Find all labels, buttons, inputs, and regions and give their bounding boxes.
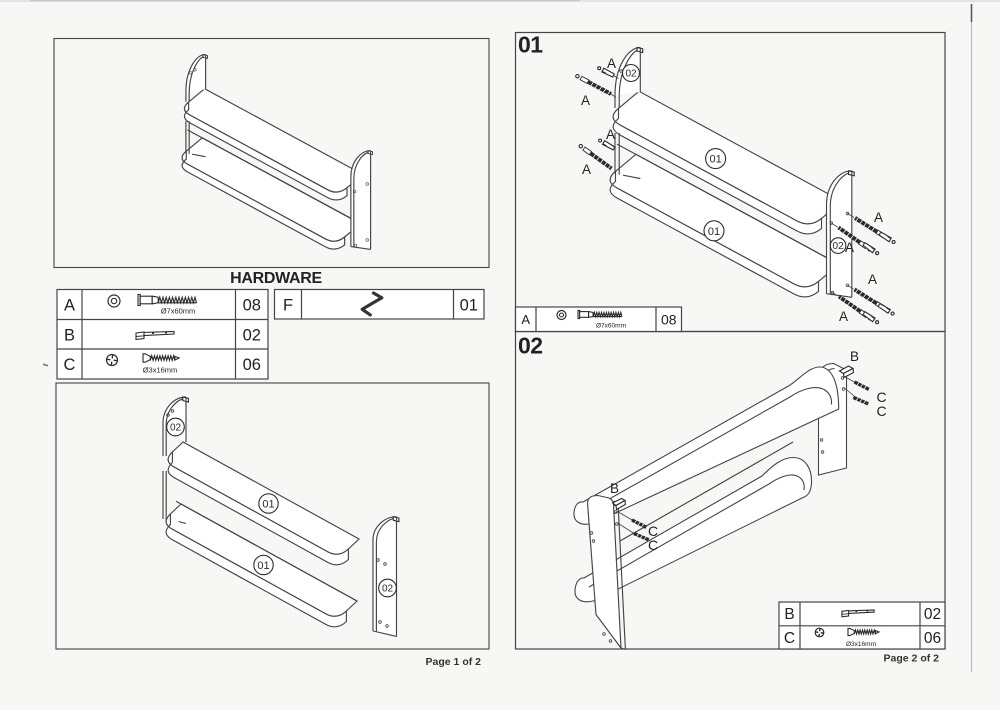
svg-text:Ø7x60mm: Ø7x60mm xyxy=(596,323,626,330)
svg-text:A: A xyxy=(606,127,615,142)
svg-text:Ø3x16mm: Ø3x16mm xyxy=(143,366,178,375)
svg-text:02: 02 xyxy=(243,327,261,345)
svg-text:Page 2 of 2: Page 2 of 2 xyxy=(884,653,940,665)
svg-text:01: 01 xyxy=(518,32,543,58)
svg-text:01: 01 xyxy=(460,297,478,315)
svg-text:A: A xyxy=(582,162,591,177)
svg-text:01: 01 xyxy=(257,560,269,572)
svg-text:B: B xyxy=(850,349,859,364)
svg-text:B: B xyxy=(64,327,75,345)
svg-text:06: 06 xyxy=(924,630,941,647)
svg-text:C: C xyxy=(64,356,76,374)
svg-text:02: 02 xyxy=(625,69,637,80)
svg-text:01: 01 xyxy=(262,499,274,511)
svg-text:08: 08 xyxy=(243,297,261,315)
svg-text:A: A xyxy=(521,312,530,327)
svg-text:B: B xyxy=(610,481,619,496)
svg-text:B: B xyxy=(784,606,794,623)
svg-text:01: 01 xyxy=(708,226,720,238)
svg-text:02: 02 xyxy=(833,241,845,252)
svg-text:C: C xyxy=(784,630,795,647)
svg-text:HARDWARE: HARDWARE xyxy=(230,270,322,287)
svg-text:02: 02 xyxy=(170,423,182,434)
svg-text:A: A xyxy=(64,297,75,315)
svg-text:C: C xyxy=(877,403,887,419)
svg-text:08: 08 xyxy=(661,312,677,328)
svg-text:Ø7x60mm: Ø7x60mm xyxy=(161,307,196,316)
svg-text:C: C xyxy=(648,537,658,553)
svg-text:F: F xyxy=(283,297,293,315)
svg-text:A: A xyxy=(868,272,877,287)
svg-text:Ø3x16mm: Ø3x16mm xyxy=(846,641,876,648)
svg-text:A: A xyxy=(607,56,616,71)
svg-text:A: A xyxy=(581,93,590,108)
svg-text:A: A xyxy=(845,240,854,255)
svg-text:06: 06 xyxy=(243,356,261,374)
svg-text:01: 01 xyxy=(709,154,721,166)
svg-text:Page 1 of 2: Page 1 of 2 xyxy=(426,656,482,668)
svg-text:A: A xyxy=(874,210,883,225)
svg-text:02: 02 xyxy=(924,606,941,623)
svg-text:02: 02 xyxy=(518,333,543,359)
svg-text:02: 02 xyxy=(382,584,394,595)
svg-text:A: A xyxy=(839,309,848,324)
